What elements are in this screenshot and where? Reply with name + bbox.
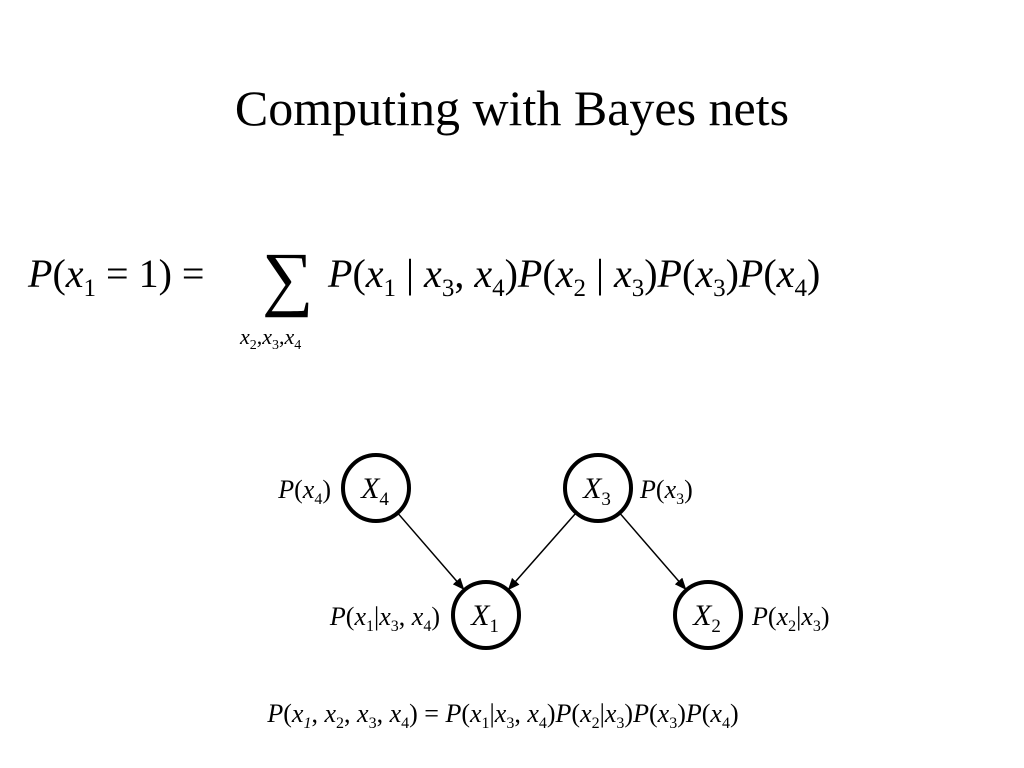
network-edges — [397, 512, 687, 591]
node-label-x3: X3 — [582, 472, 611, 510]
marginal-equation-rhs: P(x1 | x3, x4)P(x2 | x3)P(x3)P(x4) — [327, 251, 820, 302]
edge-x3-to-x2 — [619, 512, 687, 591]
node-circle-x1 — [451, 580, 521, 650]
marginal-equation-lhs: P(x1 = 1) = — [27, 251, 204, 302]
node-x1: X1 P(x1|x3, x4) — [329, 580, 521, 650]
node-circle-x4 — [341, 453, 411, 523]
node-circle-x3 — [563, 453, 633, 523]
edge-x4-to-x1 — [397, 512, 465, 591]
node-probability-x1: P(x1|x3, x4) — [329, 602, 440, 635]
joint-distribution-equation: P(x1, x2, x3, x4) = P(x1|x3, x4)P(x2|x3)… — [266, 699, 738, 732]
node-probability-x4: P(x4) — [277, 475, 331, 508]
marginal-equation: P(x1 = 1) = ∑ x2,x3,x4 P(x1 | x3, x4)P(x… — [27, 238, 820, 353]
node-x2: X2 P(x2|x3) — [673, 580, 830, 650]
node-x4: X4 P(x4) — [277, 453, 411, 523]
node-label-x1: X1 — [470, 599, 499, 637]
summation-subscript: x2,x3,x4 — [239, 324, 301, 353]
edge-x3-to-x1 — [507, 512, 577, 591]
node-x3: X3 P(x3) — [563, 453, 693, 523]
slide-title: Computing with Bayes nets — [235, 80, 789, 136]
summation-symbol: ∑ — [262, 238, 313, 318]
node-probability-x3: P(x3) — [639, 475, 693, 508]
node-label-x2: X2 — [692, 599, 721, 637]
network-nodes: X4 P(x4) X3 P(x3) X1 P(x1|x3, x4) X2 P(x2|x3) — [277, 453, 830, 650]
node-probability-x2: P(x2|x3) — [751, 602, 830, 635]
node-circle-x2 — [673, 580, 743, 650]
node-label-x4: X4 — [360, 472, 389, 510]
